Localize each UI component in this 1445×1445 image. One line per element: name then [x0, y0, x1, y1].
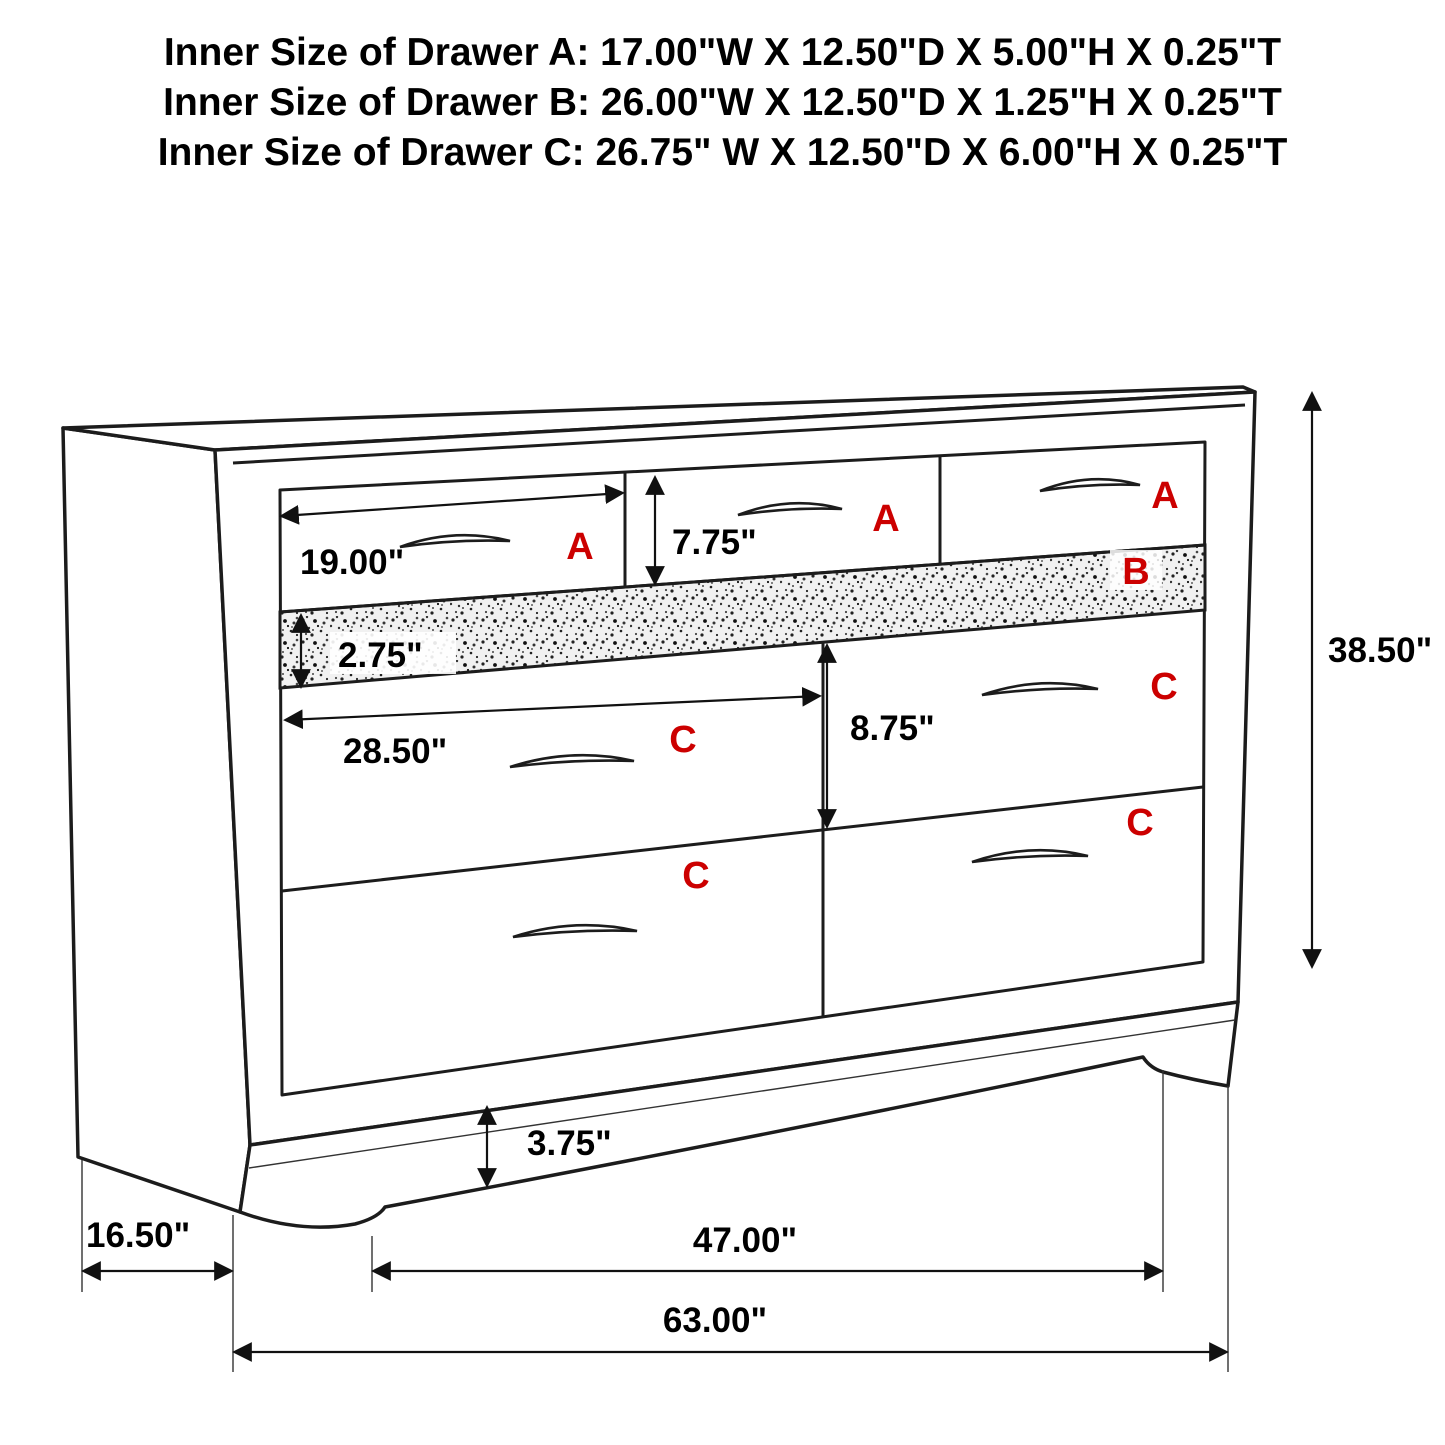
row-a-bottom-line — [279, 543, 1206, 614]
jewelry-dim-backing — [330, 632, 456, 674]
dim-side-depth-label: 16.50" — [86, 1216, 190, 1255]
drawer-a2-letter: A — [872, 498, 899, 540]
inner-size-line-drawer-b: Inner Size of Drawer B: 26.00"W X 12.50"… — [163, 81, 1282, 124]
dim-bottom-drawer-width-label: 28.50" — [343, 732, 447, 771]
inner-size-line-drawer-c: Inner Size of Drawer C: 26.75" W X 12.50… — [157, 131, 1288, 174]
drawer-field-border — [278, 440, 1207, 1097]
inner-size-line-drawer-a: Inner Size of Drawer A: 17.00"W X 12.50"… — [163, 31, 1282, 74]
drawer-a3-letter: A — [1151, 475, 1178, 517]
dim-bottom-drawer-height-label: 8.75" — [850, 709, 935, 748]
dim-jewelry-drawer-height-label: 2.75" — [338, 636, 423, 675]
drawer-c-lower-left-letter: C — [682, 855, 709, 897]
dim-top-drawer-width-label: 19.00" — [300, 543, 404, 582]
drawer-a3-handle-icon — [1039, 477, 1141, 493]
base-molding-line — [248, 1019, 1236, 1169]
dim-overall-width-label: 63.00" — [663, 1301, 767, 1340]
drawer-c-upper-left-handle-icon — [509, 753, 635, 769]
dim-leg-span-label: 47.00" — [693, 1221, 797, 1260]
drawer-c-upper-left-letter: C — [669, 719, 696, 761]
drawer-c-lower-right-letter: C — [1126, 802, 1153, 844]
top-bevel-line — [232, 403, 1246, 465]
dim-top-drawer-height-label: 7.75" — [672, 523, 757, 562]
drawer-c-lower-right-handle-icon — [971, 848, 1089, 864]
drawer-a1-letter: A — [566, 526, 593, 568]
drawer-c-upper-right-letter: C — [1150, 666, 1177, 708]
drawer-a1-handle-icon — [399, 533, 511, 549]
drawer-b-letter: B — [1122, 551, 1149, 593]
drawer-a2-handle-icon — [737, 501, 843, 517]
row-c-middle-line — [281, 785, 1204, 893]
dim-foot-height-label: 3.75" — [527, 1124, 612, 1163]
drawer-b-letter-backing — [1110, 550, 1162, 590]
dim-arrow-bottom-drawer-width — [283, 686, 822, 730]
dim-overall-height-label: 38.50" — [1328, 631, 1432, 670]
inner-size-title-block: Inner Size of Drawer A: 17.00"W X 12.50"… — [0, 28, 1445, 178]
drawer-c-upper-right-handle-icon — [981, 681, 1099, 697]
dim-arrow-top-drawer-width — [279, 484, 625, 525]
drawer-c-lower-left-handle-icon — [512, 923, 638, 939]
